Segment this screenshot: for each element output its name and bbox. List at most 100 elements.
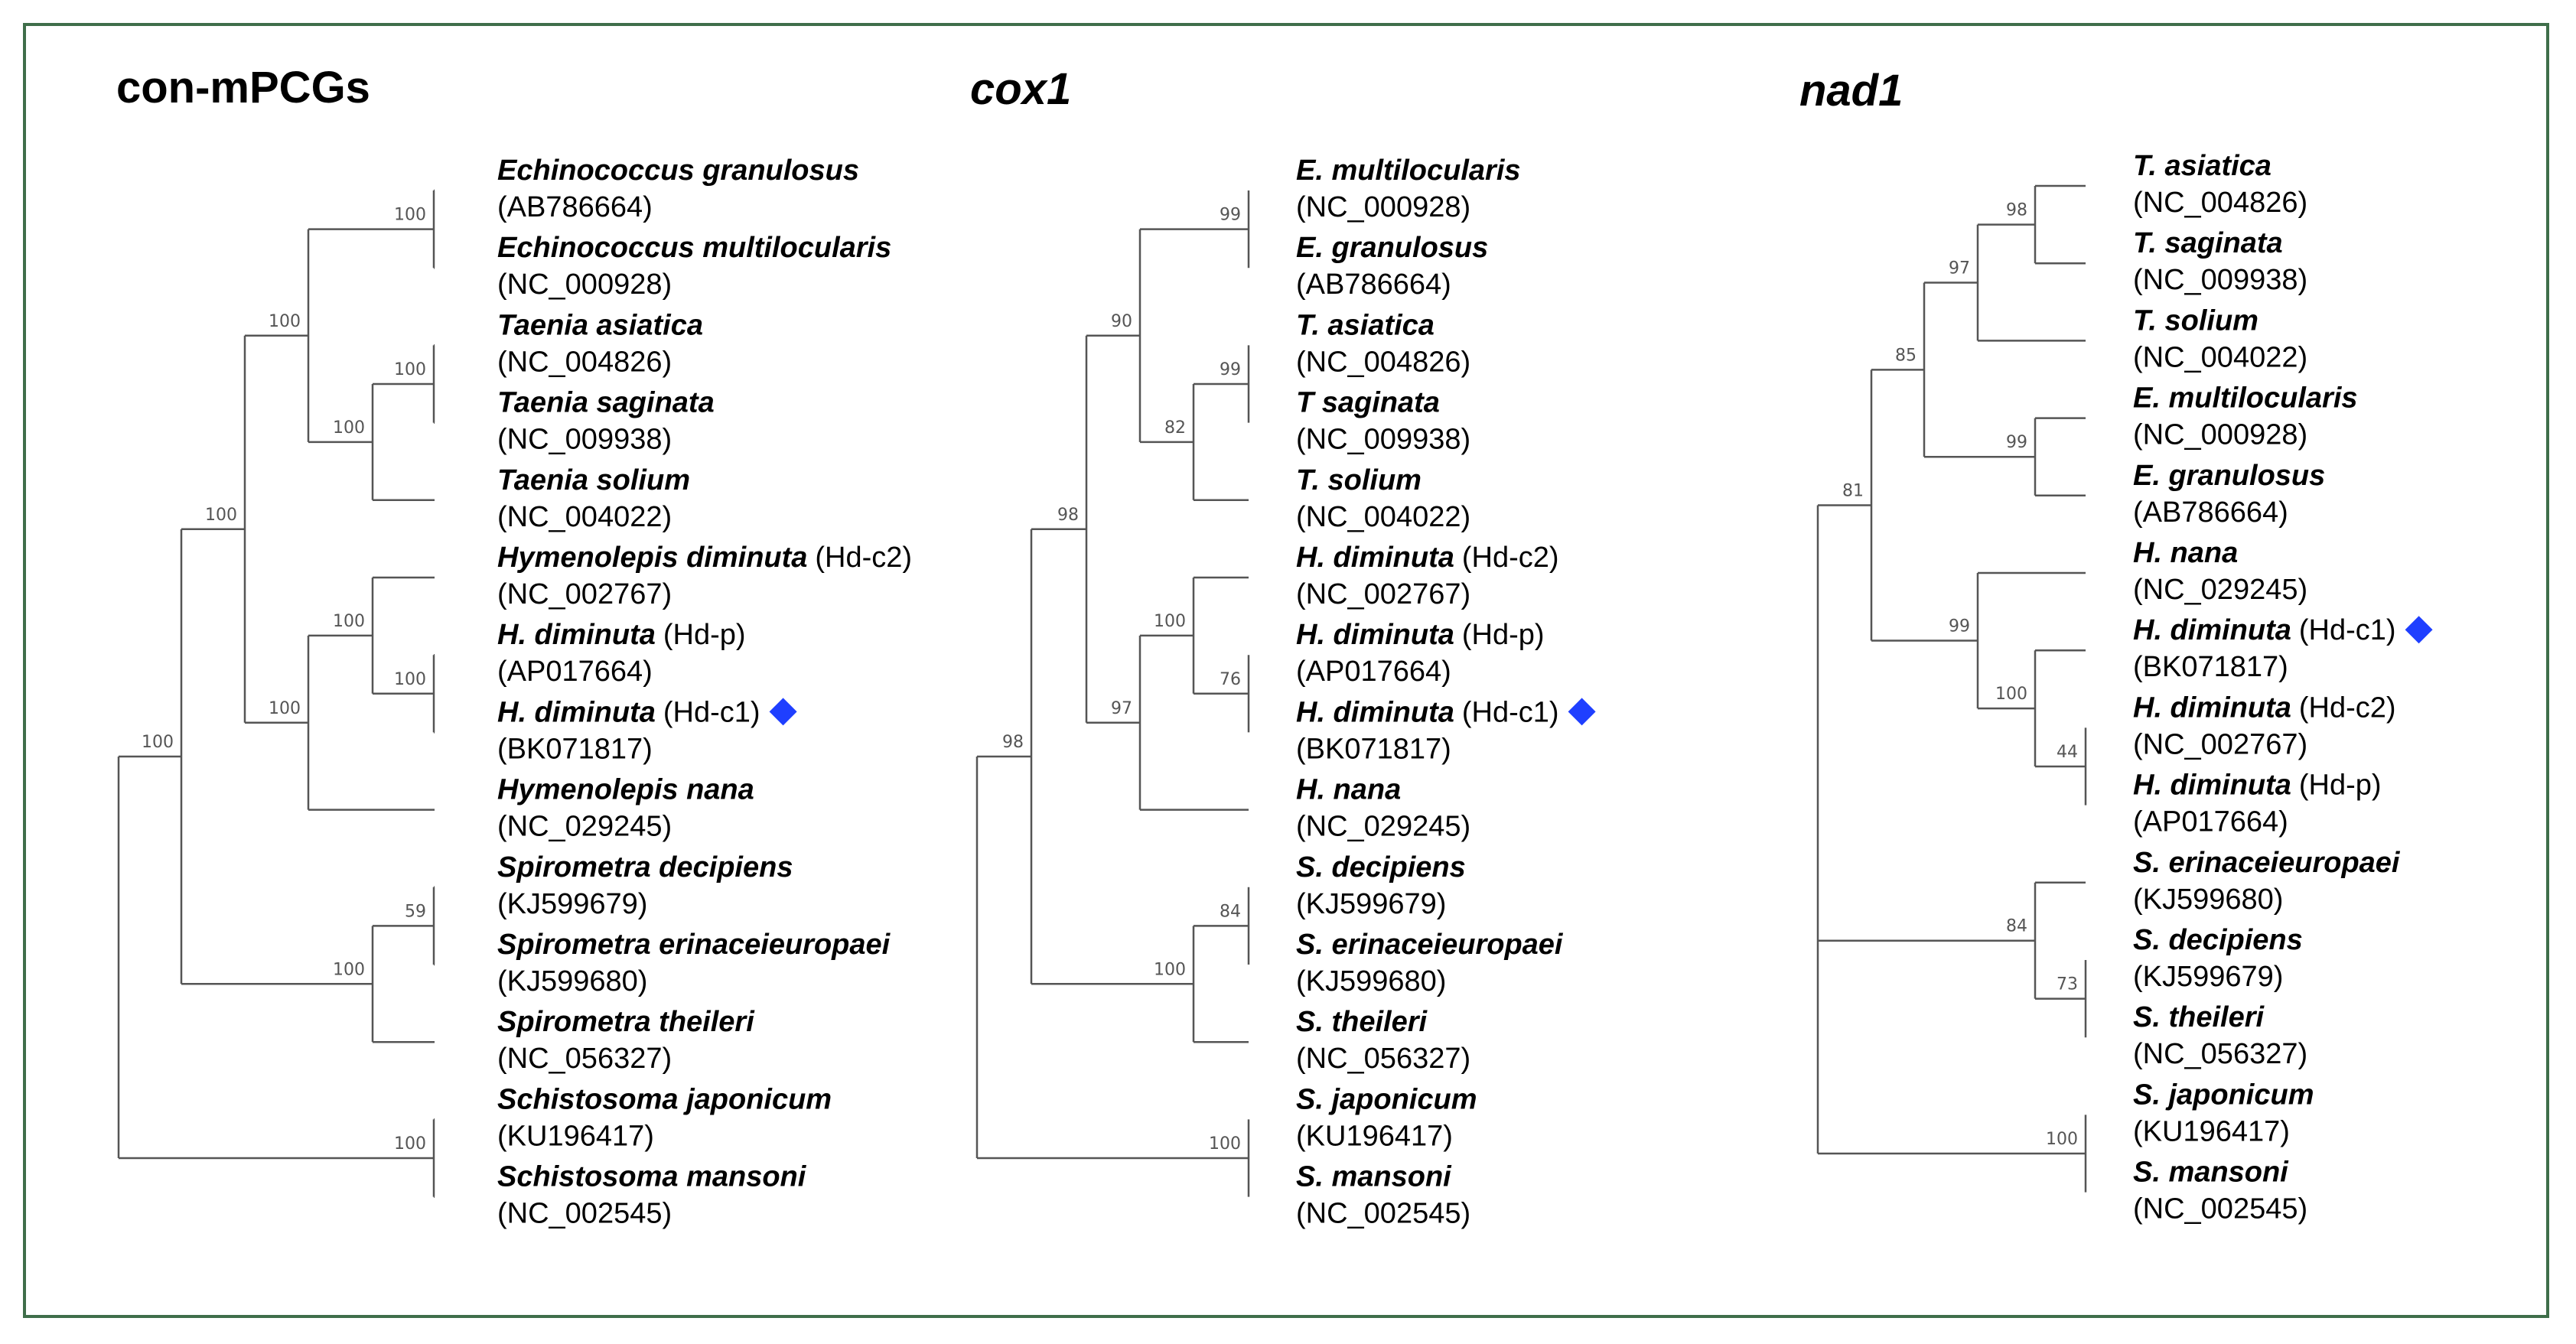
taxon-name: E. granulosus	[1296, 232, 1488, 264]
taxon-name: Echinococcus granulosus	[497, 155, 859, 187]
bootstrap-value: 97	[1111, 699, 1132, 718]
taxon-name: Hymenolepis nana	[497, 774, 754, 806]
taxon-name: S. japonicum	[2133, 1079, 2314, 1111]
accession-number: (NC_004022)	[2133, 341, 2307, 373]
bootstrap-value: 100	[1209, 1134, 1241, 1154]
taxon-name: Echinococcus multilocularis	[497, 232, 891, 264]
accession-number: (NC_056327)	[1296, 1043, 1470, 1075]
bootstrap-value: 98	[1002, 733, 1024, 752]
accession-number: (NC_002545)	[497, 1198, 672, 1230]
bootstrap-value: 100	[333, 418, 365, 438]
accession-number: (NC_004826)	[1296, 346, 1470, 378]
accession-number: (AP017664)	[497, 656, 653, 688]
accession-number: (NC_000928)	[1296, 191, 1470, 223]
taxon-name: T. asiatica	[2133, 150, 2272, 182]
taxon-name: T saginata	[1296, 387, 1440, 419]
taxon-name: E. granulosus	[2133, 460, 2325, 492]
accession-number: (BK071817)	[1296, 733, 1451, 765]
bootstrap-value: 90	[1111, 312, 1132, 331]
taxon-name: H. diminuta	[497, 696, 656, 728]
accession-number: (AP017664)	[1296, 656, 1451, 688]
accession-number: (NC_000928)	[2133, 419, 2307, 451]
blue-diamond-marker	[1568, 698, 1596, 726]
bootstrap-value: 100	[394, 206, 426, 225]
bootstrap-value: 76	[1220, 670, 1241, 689]
bootstrap-value: 100	[394, 360, 426, 379]
taxon-name: S. decipiens	[2133, 924, 2303, 956]
taxon-name: S. japonicum	[1296, 1083, 1477, 1115]
accession-number: (KU196417)	[2133, 1115, 2290, 1147]
accession-number: (NC_029245)	[1296, 811, 1470, 843]
bootstrap-value: 100	[269, 312, 301, 331]
bootstrap-value: 97	[1949, 259, 1970, 278]
bootstrap-value: 84	[2006, 917, 2027, 936]
accession-number: (AB786664)	[2133, 496, 2288, 529]
taxon-name: S. erinaceieuropaei	[1296, 929, 1564, 961]
taxon-name: H. nana	[1296, 774, 1401, 806]
bootstrap-value: 98	[1057, 506, 1079, 525]
taxon-label: (Hd-c1)	[2299, 614, 2396, 646]
bootstrap-value: 100	[205, 506, 237, 525]
bootstrap-value: 99	[2006, 433, 2027, 452]
bootstrap-value: 100	[142, 733, 174, 752]
bootstrap-value: 98	[2006, 201, 2027, 220]
taxon-name: T. saginata	[2133, 227, 2283, 259]
bootstrap-value: 100	[1154, 960, 1186, 979]
accession-number: (NC_004826)	[497, 346, 672, 378]
accession-number: (NC_009938)	[497, 424, 672, 456]
accession-number: (AB786664)	[497, 191, 653, 223]
taxon-name: Schistosoma mansoni	[497, 1161, 807, 1193]
taxon-name: S. mansoni	[2133, 1157, 2289, 1189]
taxon-name: Spirometra decipiens	[497, 851, 793, 884]
taxon-name: S. erinaceieuropaei	[2133, 847, 2401, 879]
accession-number: (NC_029245)	[497, 811, 672, 843]
bootstrap-value: 100	[333, 612, 365, 631]
accession-number: (NC_004826)	[2133, 187, 2307, 219]
accession-number: (KJ599680)	[1296, 965, 1446, 997]
figure-frame	[23, 23, 2549, 1318]
accession-number: (KJ599680)	[497, 965, 647, 997]
accession-number: (KJ599679)	[1296, 888, 1446, 920]
accession-number: (KU196417)	[497, 1120, 654, 1152]
taxon-name: S. theileri	[1296, 1006, 1428, 1038]
taxon-label: (Hd-c2)	[815, 542, 912, 574]
panel-title-cox1: cox1	[970, 64, 1072, 114]
accession-number: (AP017664)	[2133, 806, 2288, 838]
taxon-label: (Hd-p)	[2299, 770, 2382, 802]
accession-number: (NC_002767)	[2133, 728, 2307, 760]
accession-number: (KJ599679)	[2133, 961, 2283, 993]
blue-diamond-marker	[2405, 616, 2433, 644]
taxon-name: H. diminuta	[2133, 770, 2291, 802]
taxon-name: H. diminuta	[1296, 696, 1454, 728]
taxon-name: H. diminuta	[2133, 614, 2291, 646]
taxon-label: (Hd-c2)	[1462, 542, 1559, 574]
bootstrap-value: 100	[1154, 612, 1186, 631]
taxon-name: S. mansoni	[1296, 1161, 1452, 1193]
taxon-name: H. diminuta	[497, 619, 656, 651]
bootstrap-value: 100	[394, 670, 426, 689]
taxon-name: Taenia solium	[497, 464, 690, 496]
accession-number: (NC_002767)	[1296, 578, 1470, 610]
taxon-label: (Hd-p)	[663, 619, 746, 651]
taxon-name: Schistosoma japonicum	[497, 1083, 832, 1115]
accession-number: (NC_029245)	[2133, 574, 2307, 606]
accession-number: (NC_009938)	[1296, 424, 1470, 456]
accession-number: (NC_004022)	[497, 501, 672, 533]
accession-number: (NC_000928)	[497, 268, 672, 301]
accession-number: (NC_002545)	[2133, 1193, 2307, 1225]
taxon-name: S. theileri	[2133, 1001, 2265, 1033]
taxon-name: H. diminuta	[2133, 692, 2291, 724]
bootstrap-value: 84	[1220, 902, 1241, 921]
taxon-name: T. solium	[2133, 304, 2258, 337]
taxon-name: Spirometra theileri	[497, 1006, 755, 1038]
taxon-name: H. diminuta	[1296, 542, 1454, 574]
bootstrap-value: 100	[394, 1134, 426, 1154]
bootstrap-value: 100	[333, 960, 365, 979]
taxon-name: Spirometra erinaceieuropaei	[497, 929, 891, 961]
accession-number: (BK071817)	[2133, 651, 2288, 683]
bootstrap-value: 44	[2057, 743, 2078, 762]
taxon-name: H. nana	[2133, 537, 2238, 569]
bootstrap-value: 100	[269, 699, 301, 718]
accession-number: (AB786664)	[1296, 268, 1451, 301]
